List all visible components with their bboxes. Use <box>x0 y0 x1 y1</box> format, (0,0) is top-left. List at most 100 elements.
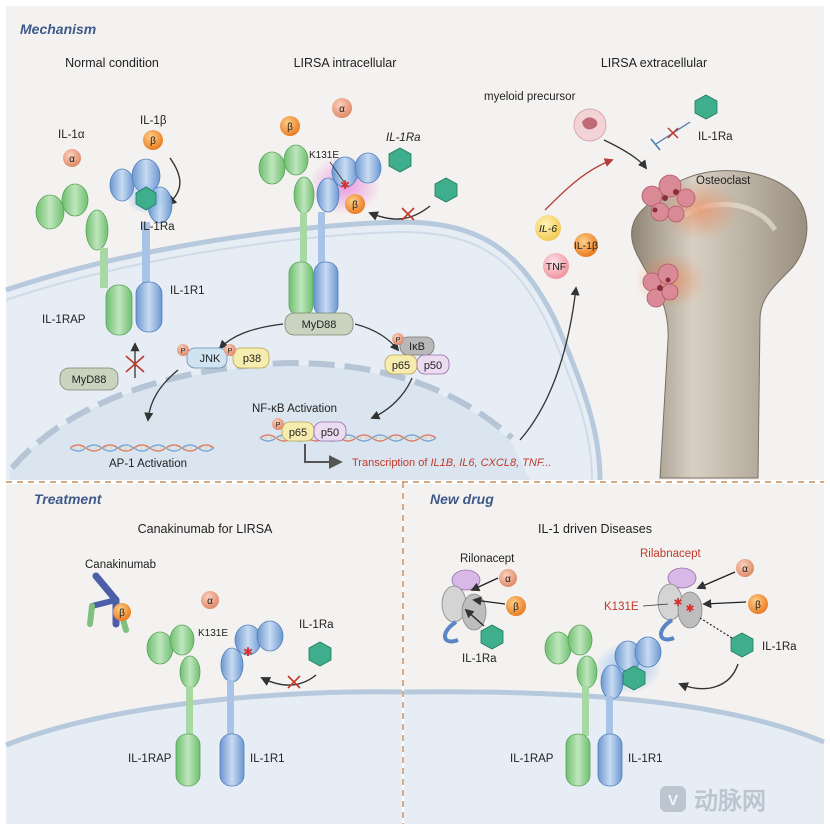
il6-label: IL-6 <box>539 223 557 235</box>
myd88-label-normal: MyD88 <box>72 374 107 386</box>
il1ra-extracellular-label: IL-1Ra <box>698 131 733 143</box>
il1b-ligand-icon <box>506 596 526 616</box>
transcription-prefix: Transcription of <box>352 457 430 469</box>
transcription-start-arrow-icon <box>304 444 343 469</box>
transcription-genes: IL1B, IL6, CXCL8, TNF... <box>430 457 551 469</box>
p38-box <box>232 347 270 369</box>
alpha-symbol: α <box>339 104 345 115</box>
normal-condition-title: Normal condition <box>65 56 159 70</box>
ap1-label: AP-1 Activation <box>109 458 187 470</box>
k131e-label-new-drug: K131E <box>604 601 639 613</box>
rilabnacept-trap-icon <box>657 567 703 642</box>
p38-label: p38 <box>243 353 261 365</box>
nfkb-label: NF-κB Activation <box>252 403 337 415</box>
arrow-to-osteoclast <box>603 139 648 170</box>
il1r1-treatment-label: IL-1R1 <box>250 753 285 765</box>
beta-symbol: β <box>150 136 156 147</box>
il1rap-treatment-label: IL-1RAP <box>128 753 172 765</box>
block-x-icon <box>287 675 301 689</box>
il1rap-receptor-normal <box>35 183 133 336</box>
treatment-header: Treatment <box>34 491 103 507</box>
il1ra-hexagon-icon <box>480 624 504 650</box>
osteoclast-label: Osteoclast <box>696 175 751 187</box>
svg-text:V: V <box>668 792 678 809</box>
beta-symbol: β <box>287 122 293 133</box>
ikb-box <box>399 336 435 356</box>
il6-cytokine-icon <box>535 215 561 241</box>
phospho-icon <box>392 333 404 345</box>
tnf-cytokine-icon <box>543 253 569 279</box>
il1a-ligand-icon <box>736 559 754 577</box>
beta-symbol: β <box>352 200 358 211</box>
tnf-label: TNF <box>546 261 566 273</box>
phospho-label: P <box>275 420 280 429</box>
block-x-icon <box>125 355 145 373</box>
il1ra-hexagon-icon <box>308 641 332 667</box>
mutation-star-icon: ✱ <box>685 603 694 615</box>
mechanism-header: Mechanism <box>20 21 96 37</box>
arrow-cytokines-to-precursor <box>544 158 614 211</box>
il1ra-hexagon-icon <box>434 177 458 203</box>
mutation-star-icon: ✱ <box>243 645 253 659</box>
il1b-cytokine-icon <box>574 233 598 257</box>
jnk-label: JNK <box>200 353 221 365</box>
il1ra-hexagon-icon <box>622 665 646 691</box>
phospho-icon <box>272 418 284 430</box>
phospho-label: P <box>227 346 232 355</box>
phospho-icon <box>224 344 236 356</box>
il1r1-new-drug-label: IL-1R1 <box>628 753 663 765</box>
beta-symbol: β <box>513 602 519 613</box>
il1ra-hexagon-icon <box>694 94 718 120</box>
il1rap-new-drug-label: IL-1RAP <box>510 753 554 765</box>
phospho-label: P <box>180 346 185 355</box>
ikb-label: IκB <box>409 341 425 353</box>
transcription-text: Transcription of IL1B, IL6, CXCL8, TNF..… <box>352 457 551 469</box>
il1r1-label: IL-1R1 <box>170 285 205 297</box>
p50-box-dna <box>313 421 347 442</box>
dna-ap1 <box>69 444 215 452</box>
il1ra-rilonacept-label: IL-1Ra <box>462 653 497 665</box>
il1b-ligand-icon <box>143 130 163 150</box>
il1rap-receptor-treatment <box>146 624 201 787</box>
p65-label: p65 <box>392 360 410 372</box>
mutation-star-icon: ✱ <box>673 597 682 609</box>
rilonacept-label: Rilonacept <box>460 553 515 565</box>
arrow-to-nfkb <box>370 377 413 420</box>
alpha-symbol: α <box>742 564 748 575</box>
block-x-icon <box>667 127 679 139</box>
il1ra-treatment-label: IL-1Ra <box>299 619 334 631</box>
il1r1-receptor-new-drug <box>597 636 662 787</box>
mutation-star-icon: ✱ <box>340 178 350 192</box>
il1r1-receptor-treatment <box>219 620 284 787</box>
watermark-logo: V 动脉网 <box>660 786 766 815</box>
p50-label: p50 <box>424 360 442 372</box>
arrow-to-mapk <box>218 323 284 350</box>
il1rap-label: IL-1RAP <box>42 314 86 326</box>
il1a-ligand-icon <box>499 569 517 587</box>
alpha-symbol: α <box>69 154 75 165</box>
k131e-label-intracellular: K131E <box>309 150 339 161</box>
treatment-title: Canakinumab for LIRSA <box>138 522 273 536</box>
arrow-to-ap1 <box>144 369 179 422</box>
il1ra-hexagon-icon <box>135 186 157 211</box>
il1a-ligand-icon <box>201 591 219 609</box>
arrow-to-ikb <box>354 323 400 352</box>
phospho-label: P <box>395 335 400 344</box>
p65-label: p65 <box>289 427 307 439</box>
cell-membrane-treatment <box>6 691 402 824</box>
phospho-icon <box>177 344 189 356</box>
il1rap-receptor-intracellular <box>258 144 315 317</box>
il1ra-hexagon-icon <box>388 147 412 173</box>
il1ra-hexagon-icon <box>730 632 754 658</box>
watermark-text: 动脉网 <box>694 788 766 815</box>
myeloid-precursor-cell-icon <box>573 108 607 142</box>
lirsa-intracellular-title: LIRSA intracellular <box>294 56 397 70</box>
canakinumab-label: Canakinumab <box>85 559 156 571</box>
il1b-ligand-icon <box>113 603 131 621</box>
il1ra-bound-label: IL-1Ra <box>140 221 175 233</box>
lirsa-extracellular-title: LIRSA extracellular <box>601 56 707 70</box>
il1a-ligand-icon <box>63 149 81 167</box>
alpha-symbol: α <box>207 596 213 607</box>
